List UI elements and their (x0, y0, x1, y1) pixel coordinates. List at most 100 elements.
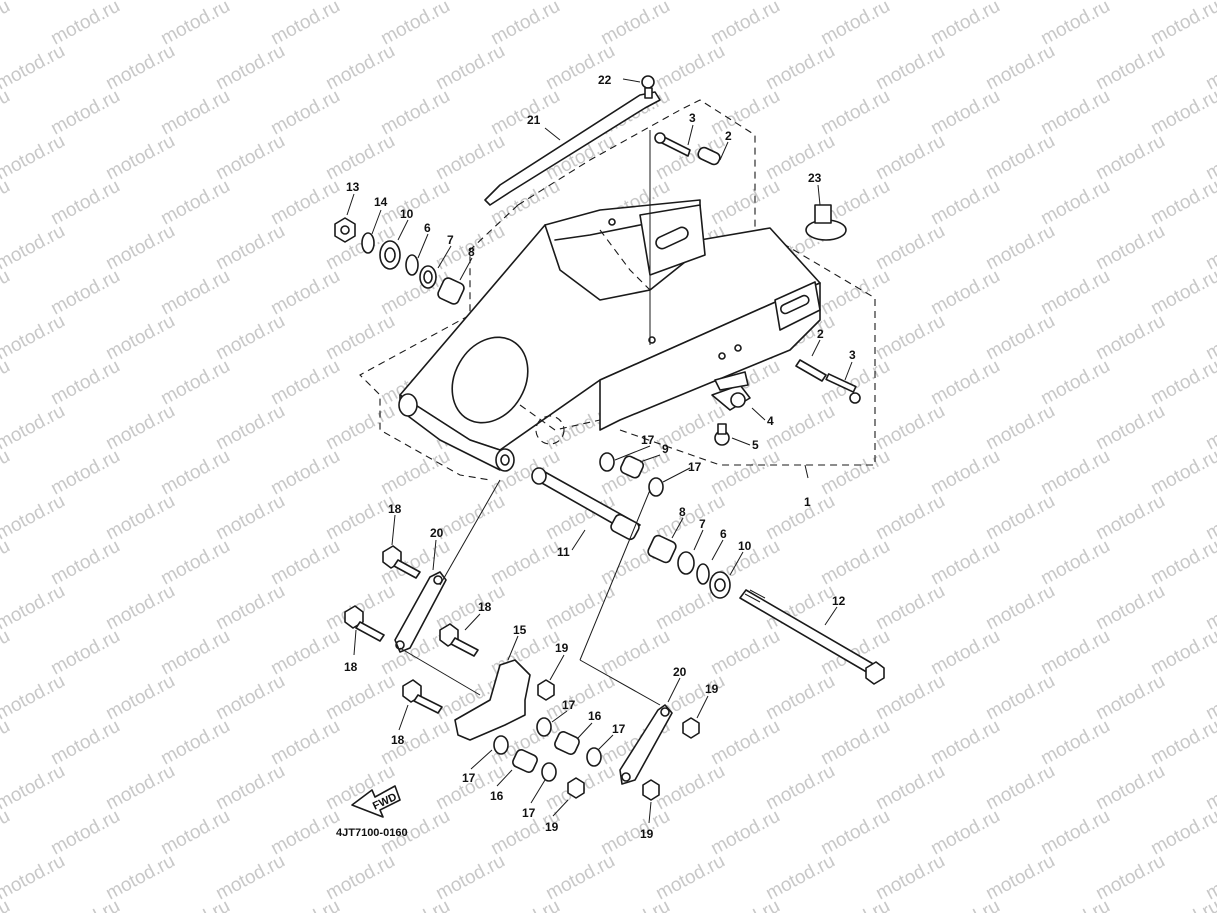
callout-11: 11 (557, 545, 570, 559)
callout-19: 19 (545, 820, 559, 834)
watermark-text: motod.ru (0, 221, 69, 275)
callout-22: 22 (598, 73, 612, 87)
watermark-text: motod.ru (267, 896, 343, 913)
callout-9: 9 (662, 442, 669, 456)
callout-2: 2 (725, 129, 732, 143)
callout-18: 18 (391, 733, 405, 747)
pivot-bearing-stack-right (599, 452, 731, 599)
screw-22 (641, 75, 655, 99)
callout-23: 23 (808, 171, 822, 185)
watermark-text: motod.ru (1202, 761, 1217, 815)
bracket-4-nut-5 (711, 371, 751, 446)
watermark-text: motod.ru (707, 896, 783, 913)
watermark-text: motod.ru (0, 581, 69, 635)
watermark-text: motod.ru (0, 266, 14, 320)
callout-10: 10 (738, 539, 752, 553)
callout-19: 19 (555, 641, 569, 655)
callout-16: 16 (490, 789, 504, 803)
callout-labels: 1 2 2 3 3 4 5 6 6 7 7 8 8 9 10 10 11 12 … (344, 73, 856, 841)
callout-17: 17 (612, 722, 626, 736)
watermark-text: motod.ru (0, 131, 69, 185)
watermark-text: motod.ru (1202, 41, 1217, 95)
callout-8: 8 (468, 245, 475, 259)
watermark-text: motod.ru (1147, 896, 1217, 913)
pivot-bearing-stack-left (334, 217, 465, 305)
pivot-tube-and-shaft (531, 467, 885, 685)
callout-2: 2 (817, 327, 824, 341)
callout-20: 20 (673, 665, 687, 679)
watermark-text: motod.ru (1202, 491, 1217, 545)
watermark-text: motod.ru (0, 716, 14, 770)
callout-19: 19 (640, 827, 654, 841)
watermark-text: motod.ru (817, 896, 893, 913)
watermark-text: motod.ru (0, 86, 14, 140)
upper-bolts (654, 132, 861, 404)
watermark-text: motod.ru (0, 0, 14, 49)
watermark-text: motod.ru (0, 356, 14, 410)
watermark-text: motod.ru (1202, 581, 1217, 635)
watermark-text: motod.ru (0, 491, 69, 545)
callout-3: 3 (849, 348, 856, 362)
callout-15: 15 (513, 623, 527, 637)
bolts-18 (344, 545, 479, 714)
watermark-text: motod.ru (0, 311, 69, 365)
callout-leaders (346, 78, 853, 824)
callout-3: 3 (689, 111, 696, 125)
callout-14: 14 (374, 195, 388, 209)
callout-13: 13 (346, 180, 360, 194)
watermark-text: motod.ru (0, 176, 14, 230)
callout-8: 8 (679, 505, 686, 519)
watermark-text: motod.ru (1202, 221, 1217, 275)
watermark-text: motod.ru (1202, 131, 1217, 185)
callout-20: 20 (430, 526, 444, 540)
watermark-text: motod.ru (0, 0, 69, 4)
chain-guard (484, 91, 661, 206)
callout-18: 18 (344, 660, 358, 674)
fwd-label: FWD (371, 791, 399, 812)
watermark-text: motod.ru (0, 851, 69, 905)
callout-17: 17 (522, 806, 536, 820)
watermark-text: motod.ru (0, 671, 69, 725)
callout-18: 18 (478, 600, 492, 614)
watermark-text: motod.ru (0, 806, 14, 860)
callout-1: 1 (804, 495, 811, 509)
relay-links (394, 571, 673, 785)
callout-4: 4 (767, 414, 774, 428)
callout-7: 7 (447, 233, 454, 247)
callout-17: 17 (562, 698, 576, 712)
clamp-band (805, 204, 847, 241)
diagram-code: 4JT7100-0160 (336, 827, 408, 839)
watermark-text: motod.ru (47, 896, 123, 913)
watermark-text: motod.ru (487, 896, 563, 913)
relay-arm (454, 659, 531, 741)
watermark-text: motod.ru (0, 41, 69, 95)
callout-6: 6 (720, 527, 727, 541)
callout-17: 17 (641, 433, 655, 447)
watermark-text: motod.ru (1202, 671, 1217, 725)
callout-17: 17 (462, 771, 476, 785)
callout-12: 12 (832, 594, 846, 608)
callout-21: 21 (527, 113, 541, 127)
watermark-text: motod.ru (0, 761, 69, 815)
watermark-text: motod.ru (1202, 851, 1217, 905)
lower-small-parts (493, 679, 700, 801)
watermark-text: motod.ru (0, 536, 14, 590)
assembly-lines (399, 130, 661, 706)
callout-19: 19 (705, 682, 719, 696)
callout-7: 7 (699, 517, 706, 531)
watermark-text: motod.ru (1202, 311, 1217, 365)
watermark-text: motod.ru (1037, 896, 1113, 913)
watermark-text: motod.ru (927, 896, 1003, 913)
callout-10: 10 (400, 207, 414, 221)
callout-5: 5 (752, 438, 759, 452)
watermark-text: motod.ru (0, 446, 14, 500)
callout-18: 18 (388, 502, 402, 516)
watermark-text: motod.ru (377, 896, 453, 913)
watermark-text: motod.ru (0, 401, 69, 455)
watermark-text: motod.ru (1202, 401, 1217, 455)
swingarm (398, 199, 821, 472)
callout-17: 17 (688, 460, 702, 474)
callout-16: 16 (588, 709, 602, 723)
watermark-text: motod.ru (157, 896, 233, 913)
